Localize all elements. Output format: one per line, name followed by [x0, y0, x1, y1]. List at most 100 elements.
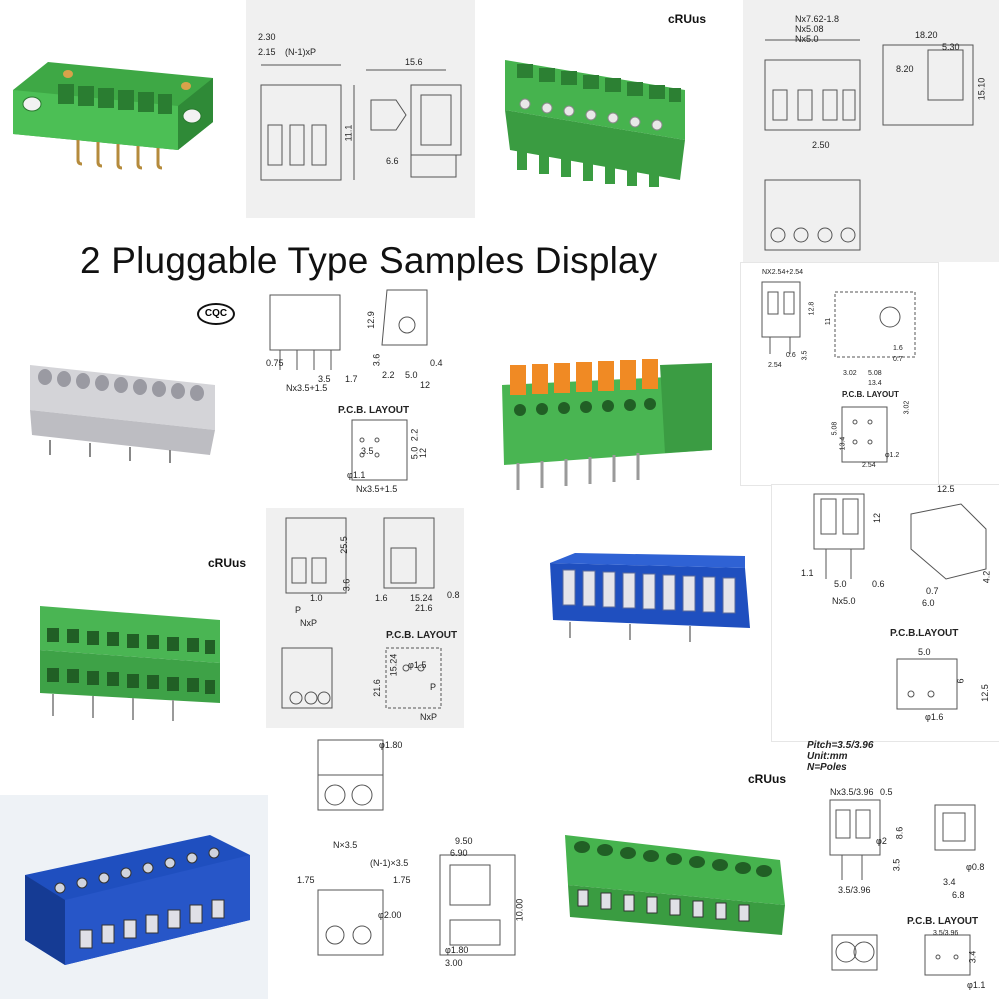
- d3-dim-10: Nx3.5+1.5: [286, 383, 328, 393]
- d4-dim-10: 0.7: [893, 356, 903, 363]
- drawing-panel-5: [266, 508, 464, 728]
- drawing-7-svg: [290, 735, 530, 995]
- ul-certification-mark-3: cRUus: [748, 772, 787, 786]
- d3-pcb-layout-label: P.C.B. LAYOUT: [338, 405, 410, 416]
- d8-dim-9: 6.8: [952, 890, 965, 900]
- d4-dim-5: 0.6: [786, 352, 796, 359]
- d2-dim-1: Nx7.62-1.8: [795, 14, 840, 24]
- d6-dim-5: 0.6: [872, 579, 885, 589]
- d4-dim-8: 5.08: [868, 370, 882, 377]
- d5-layout-3: 21.6: [371, 679, 382, 697]
- d3-layout-2: 2.2: [409, 428, 420, 442]
- d7-dim-9: 10.00: [514, 898, 525, 922]
- d5-layout-1: φ1.5: [408, 660, 427, 670]
- d7-dim-10: φ1.80: [445, 945, 469, 955]
- d2-dim-4: 18.20: [915, 30, 938, 40]
- d4-layout-4: 2.54: [862, 462, 876, 469]
- d6-dim-9: 4.2: [981, 570, 992, 584]
- d1-dim-2: 2.15: [258, 47, 276, 57]
- d7-dim-5: 1.75: [393, 875, 411, 885]
- d5-layout-2: 15.24: [388, 653, 399, 677]
- d5-dim-5: NxP: [300, 618, 318, 628]
- d5-dim-3: 1.0: [310, 593, 323, 603]
- d7-dim-3: (N-1)×3.5: [370, 858, 409, 868]
- d1-dim-4: 15.6: [405, 57, 423, 67]
- d8-layout-2: 3.4: [967, 950, 978, 964]
- d4-dim-7: 3.02: [843, 370, 857, 377]
- d3-dim-1: 12.9: [365, 311, 376, 329]
- d6-pcb-layout-label: P.C.B.LAYOUT: [890, 628, 959, 639]
- grey-spring-terminal-photo: [20, 355, 220, 465]
- d2-dim-8: 2.50: [812, 140, 830, 150]
- d6-dim-7: 0.7: [926, 586, 939, 596]
- d4-dim-6: 2.54: [768, 362, 782, 369]
- d3-layout-5: φ1.1: [347, 470, 366, 480]
- d8-dim-7: φ0.8: [966, 862, 985, 872]
- d3-dim-9: 1.7: [345, 374, 358, 384]
- d6-layout-2: 6: [955, 678, 966, 684]
- d8-note-poles: N=Poles: [807, 762, 847, 773]
- drawing-5-svg: [266, 508, 464, 728]
- d7-dim-1: φ1.80: [379, 740, 403, 750]
- ul-certification-mark-1: cRUus: [668, 12, 707, 26]
- d8-dim-1: Nx3.5/3.96: [830, 787, 874, 797]
- d6-layout-3: 12.5: [979, 684, 990, 702]
- d3-dim-3: 2.2: [382, 370, 395, 380]
- d3-layout-6: Nx3.5+1.5: [356, 484, 398, 494]
- d5-layout-5: NxP: [420, 712, 438, 722]
- d4-dim-4: 3.5: [801, 350, 809, 361]
- d7-dim-8: 6.90: [450, 848, 468, 858]
- d2-dim-5: 5.30: [942, 42, 960, 52]
- d1-dim-1: 2.30: [258, 32, 276, 42]
- drawing-6-svg: [771, 484, 999, 740]
- d5-dim-1: 25.5: [338, 536, 349, 554]
- d4-layout-5: φ1.2: [885, 452, 900, 459]
- d4-layout-2: 5.08: [831, 421, 839, 436]
- d4-dim-3: 11: [825, 317, 833, 326]
- blue-screw-terminal-photo: [20, 830, 255, 980]
- d2-dim-2: Nx5.08: [795, 24, 824, 34]
- d3-dim-8: 3.5: [318, 374, 331, 384]
- d5-dim-2: 3.6: [341, 578, 352, 592]
- d8-pcb-layout-label: P.C.B. LAYOUT: [907, 916, 979, 927]
- d6-layout-4: φ1.6: [925, 712, 944, 722]
- d2-dim-7: 15.10: [976, 77, 987, 101]
- d5-dim-7: 15.24: [410, 593, 433, 603]
- d8-dim-2: 0.5: [880, 787, 893, 797]
- drawing-3-svg: [262, 285, 472, 495]
- d6-dim-4: 5.0: [834, 579, 847, 589]
- d5-pcb-layout-label: P.C.B. LAYOUT: [386, 630, 458, 641]
- drawing-8-svg: [820, 785, 999, 999]
- d8-dim-5: 3.5: [891, 858, 902, 872]
- cqc-certification-mark: CQC: [197, 303, 235, 325]
- d8-layout-3: φ1.1: [967, 980, 986, 990]
- d4-dim-9: 13.4: [868, 380, 882, 387]
- d5-dim-6: 1.6: [375, 593, 388, 603]
- green-plug-photo: [495, 40, 695, 190]
- d5-layout-4: P: [430, 682, 437, 692]
- d3-dim-5: 0.4: [430, 358, 443, 368]
- d2-dim-6: 8.20: [896, 64, 914, 74]
- d7-dim-11: 3.00: [445, 958, 463, 968]
- d7-dim-7: 9.50: [455, 836, 473, 846]
- green-pluggable-header-photo: [8, 50, 218, 170]
- d4-dim-11: 1.6: [893, 345, 903, 352]
- d6-layout-1: 5.0: [918, 647, 931, 657]
- drawing-panel-6: [771, 484, 999, 742]
- d8-dim-6: 3.5/3.96: [838, 885, 871, 895]
- d1-dim-3: (N-1)xP: [285, 47, 316, 57]
- d7-dim-2: N×3.5: [333, 840, 358, 850]
- d1-dim-5: 11.1: [343, 124, 354, 142]
- d8-note-pitch: Pitch=3.5/3.96: [807, 740, 874, 751]
- d1-dim-6: 6.6: [386, 156, 399, 166]
- d8-layout-1: 3.5/3.96: [933, 930, 959, 937]
- d3-dim-6: 12: [420, 380, 431, 390]
- drawing-1-svg: [246, 0, 475, 218]
- d2-dim-3: Nx5.0: [795, 34, 819, 44]
- page-title: 2 Pluggable Type Samples Display: [80, 240, 658, 281]
- green-orange-lever-terminal-photo: [500, 355, 720, 495]
- d3-dim-7: 0.75: [266, 358, 284, 368]
- d8-note-unit: Unit:mm: [807, 751, 848, 762]
- d5-dim-8: 21.6: [415, 603, 433, 613]
- drawing-2-svg: [743, 0, 999, 262]
